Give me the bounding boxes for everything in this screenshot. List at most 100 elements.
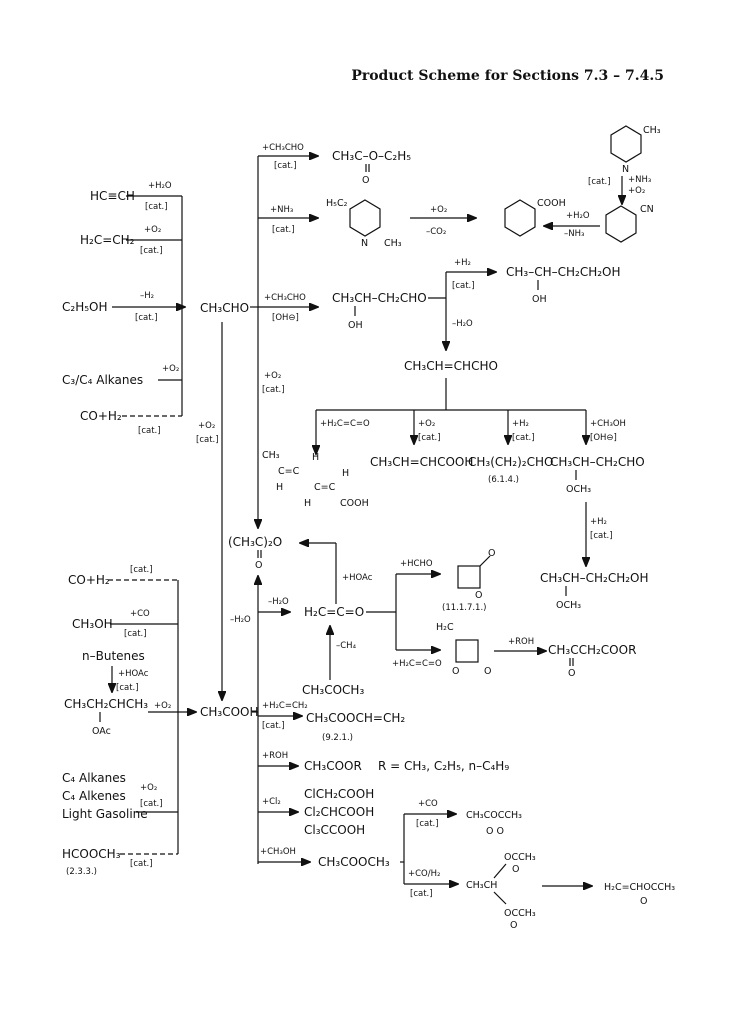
hydrogen-reagent: +H₂ [590,517,607,527]
feed-methanol: CH₃OH [72,617,113,631]
oxygen-reagent: +O₂ [198,421,215,431]
catalyst-label: [OH⊖] [590,433,617,443]
acetate-ester: CH₃COOR [304,759,362,773]
sorbic-hydrogen: H [276,482,283,493]
catalyst-label: [OH⊖] [272,313,299,323]
co2-loss: –CO₂ [426,227,446,237]
diketene-methylene: H₂C [436,622,454,633]
section-ref: (11.1.7.1.) [442,603,486,613]
feed-acetylene: HC≡CH [90,189,135,203]
methyl-group: CH₃ [643,125,661,136]
carbonyl-oxygen: O [640,896,647,907]
water-reagent: +H₂O [148,181,172,191]
dichloroacetic-acid: Cl₂CHCOOH [304,805,374,819]
methanol-reagent: +CH₃OH [260,847,296,857]
catalyst-label: [cat.] [138,426,161,436]
ring-nitrogen: N [622,164,629,175]
alcohol-reagent: +ROH [262,751,288,761]
catalyst-label: [cat.] [418,433,441,443]
water-reagent: +H₂O [566,211,590,221]
feed-syngas: CO+H₂ [80,409,122,423]
ethylidene-diacetate: CH₃CH [466,880,497,891]
reagent-label: +CH₃CHO [264,293,306,303]
diketene-ring [455,639,479,663]
catalyst-label: [cat.] [588,177,611,187]
catalyst-label: [cat.] [590,531,613,541]
pyridine-ring [605,205,637,243]
oxygen-reagent: +O₂ [264,371,281,381]
ethyl-acetate: CH₃C–O–C₂H₅ [332,149,411,163]
catalyst-label: [cat.] [272,225,295,235]
oxygen-reagent: +O₂ [430,205,447,215]
hydrogen-loss: –H₂ [140,291,154,301]
acetone: CH₃COCH₃ [302,683,364,697]
methane-loss: –CH₄ [336,641,357,651]
sorbic-hydrogen: H [312,452,319,463]
ammonia-loss: –NH₃ [564,229,584,239]
lactone-carbonyl [479,555,491,567]
acetoxy-bond [493,891,507,905]
methoxybutanol: CH₃CH–CH₂CH₂OH [540,571,649,585]
anhydride-oxygens: O O [486,826,504,837]
water-loss: –H₂O [230,615,251,625]
crotonic-acid: CH₃CH=CHCOOH [370,455,473,469]
ring-oxygen: O [475,590,482,601]
carbonyl-oxygen: O [362,175,369,186]
ammonia-reagent: +NH₃ [628,175,651,185]
water-loss: –H₂O [452,319,473,329]
butyraldehyde: CH₃(CH₂)₂CHO [468,455,553,469]
acetaldehyde: CH₃CHO [200,301,249,315]
oxygen-reagent: +O₂ [418,419,435,429]
section-ref: (2.3.3.) [66,867,97,877]
feed-c4-alkenes: C₄ Alkenes [62,789,126,803]
acetic-acid-reagent: +HOAc [342,573,373,583]
catalyst-label: [cat.] [135,313,158,323]
methyl-acetate: CH₃COOCH₃ [318,855,390,869]
aldol: CH₃CH–CH₂CHO [332,291,427,305]
section-ref: (9.2.1.) [322,733,353,743]
feed-c4-alkanes: C₄ Alkanes [62,771,126,785]
acetic-anhydride: (CH₃C)₂O [228,535,282,549]
water-loss: –H₂O [268,597,289,607]
sorbic-carboxyl: COOH [340,498,369,509]
methoxybutyraldehyde: CH₃CH–CH₂CHO [550,455,645,469]
trichloroacetic-acid: Cl₃CCOOH [304,823,365,837]
catalyst-label: [cat.] [416,819,439,829]
chloroacetic-acid: ClCH₂COOH [304,787,374,801]
methyl-substituent: CH₃ [384,238,402,249]
carbonyl-oxygen: O [568,668,575,679]
upper-feeds: HC≡CH +H₂O [cat.] H₂C=CH₂ +O₂ [cat.] C₂H… [62,181,185,436]
vinyl-acetate-final: H₂C=CHOCCH₃ [604,882,675,893]
acetoxy-oxygen: O [510,920,517,931]
sec-butyl-acetate: CH₃CH₂CHCH₃ [64,697,148,711]
pyridine-ring [610,125,642,163]
ketene-reagent: +H₂C=C=O [320,419,370,429]
lower-feeds: CO+H₂ [cat.] CH₃OH +CO [cat.] n–Butenes … [62,565,196,877]
hydrogen-reagent: +H₂ [512,419,529,429]
crotonaldehyde: CH₃CH=CHCHO [404,359,498,373]
sorbic-hydrogen: H [304,498,311,509]
feed-methyl-formate: HCOOCH₃ [62,847,121,861]
acetoxy-bond [493,863,507,879]
feed-ethylene: H₂C=CH₂ [80,233,135,247]
feed-light-gasoline: Light Gasoline [62,807,148,821]
catalyst-label: [cat.] [140,799,163,809]
carbonyl-oxygen: O [255,560,262,571]
vinyl-acetate: CH₃COOCH=CH₂ [306,711,405,725]
lactone-oxygen: O [484,666,491,677]
methanol-reagent: +CH₃OH [590,419,626,429]
formaldehyde-reagent: +HCHO [400,559,433,569]
co-h2-reagent: +CO/H₂ [408,869,440,879]
feed-syngas: CO+H₂ [68,573,110,587]
pyridine-ring [504,199,536,237]
ethylene-reagent: +H₂C=CH₂ [262,701,308,711]
oxygen-reagent: +O₂ [144,225,161,235]
acetate-group: OAc [92,726,111,737]
catalyst-label: [cat.] [145,202,168,212]
anhydride-ketene: (CH₃C)₂O O –H₂O –H₂O H₂C=C=O +HOAc –CH₄ … [228,535,636,700]
pyridine-ring [349,199,381,237]
sorbic-methyl: CH₃ [262,450,280,461]
butanediol: CH₃–CH–CH₂CH₂OH [506,265,621,279]
